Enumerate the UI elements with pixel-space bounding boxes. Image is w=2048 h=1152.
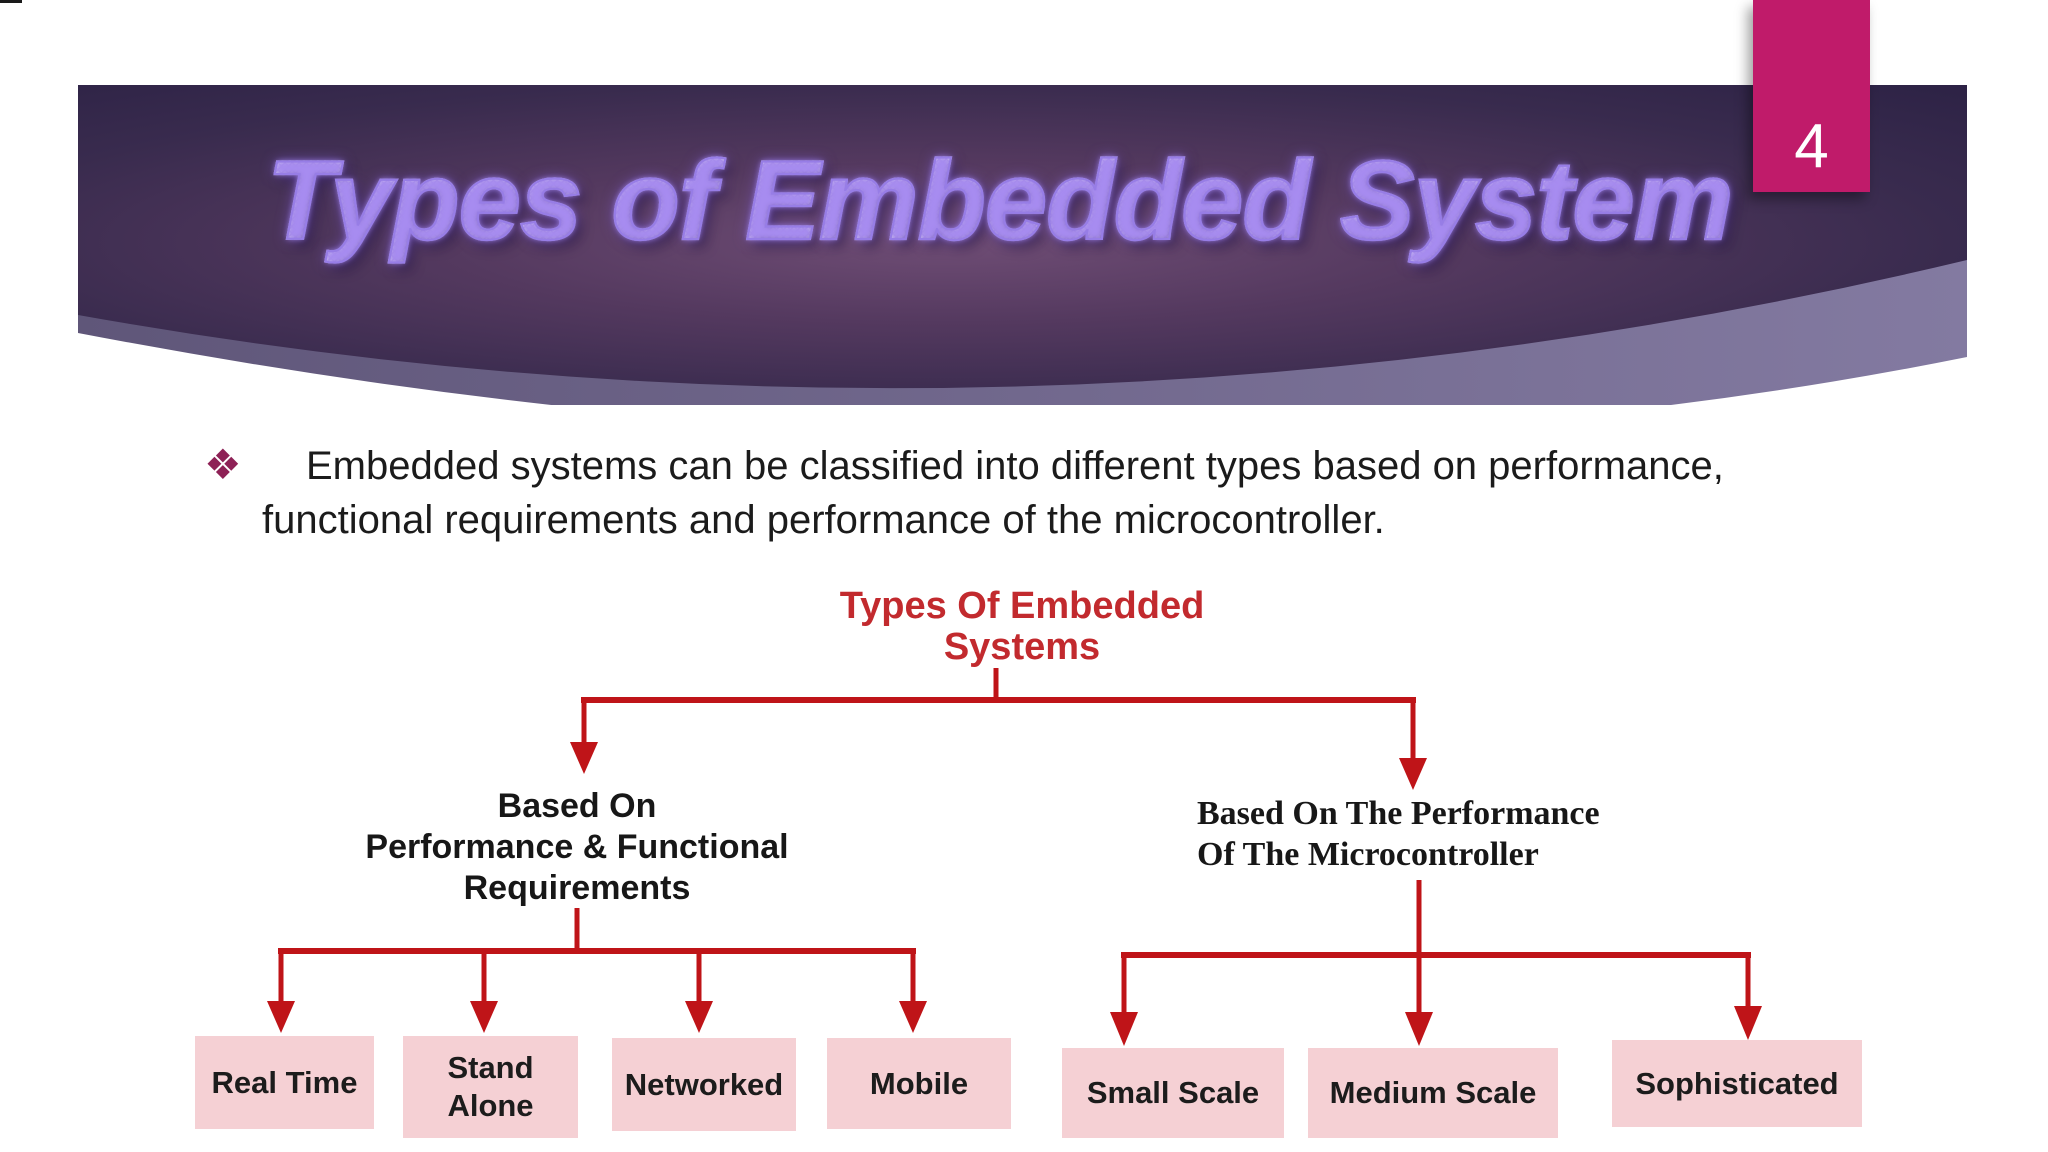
node-medium-scale: Medium Scale xyxy=(1308,1048,1558,1138)
arrow-to-stand-alone xyxy=(470,949,498,1033)
right-branch-label-line-1: Based On The Performance xyxy=(1197,795,1600,832)
left-branch-label-line-1: Based On xyxy=(497,787,657,825)
right-branch-label: Based On The Performance Of The Microcon… xyxy=(1197,793,1757,875)
arrow-to-left-branch xyxy=(570,697,598,774)
left-branch-label-line-3: Requirements xyxy=(463,869,691,907)
node-small-scale: Small Scale xyxy=(1062,1048,1284,1138)
arrow-to-sophisticated xyxy=(1734,953,1762,1040)
diamond-bullet-icon: ❖ xyxy=(204,441,242,488)
diagram-root-label-line-2: Systems xyxy=(943,626,1101,668)
title-banner: Types of Embedded System xyxy=(55,85,1967,405)
arrow-to-mobile xyxy=(899,949,927,1033)
left-branch-label: Based On Performance & Functional Requir… xyxy=(290,786,864,909)
left-branch-label-line-2: Performance & Functional xyxy=(365,828,789,866)
node-stand-alone: Stand Alone xyxy=(403,1036,578,1138)
node-mobile: Mobile xyxy=(827,1038,1011,1129)
arrow-to-medium-scale xyxy=(1405,1012,1433,1046)
node-sophisticated: Sophisticated xyxy=(1612,1040,1862,1127)
right-branch-label-line-2: Of The Microcontroller xyxy=(1197,836,1539,873)
arrow-to-right-branch xyxy=(1399,697,1427,790)
arrow-to-networked xyxy=(685,949,713,1033)
diagram-root-label: Types Of Embedded Systems xyxy=(772,586,1272,668)
node-networked: Networked xyxy=(612,1038,796,1131)
arrow-to-small-scale xyxy=(1110,953,1138,1046)
arrow-to-real-time xyxy=(267,949,295,1033)
node-real-time: Real Time xyxy=(195,1036,374,1129)
page-number: 4 xyxy=(1794,112,1829,181)
page-number-tab: 4 xyxy=(1753,0,1870,192)
top-left-artifact xyxy=(0,0,22,3)
slide-title: Types of Embedded System xyxy=(55,137,1944,266)
diagram-root-label-line-1: Types Of Embedded xyxy=(839,585,1205,627)
bullet-text-line-2: functional requirements and performance … xyxy=(262,498,1385,542)
bullet-text-line-1: Embedded systems can be classified into … xyxy=(306,444,1724,488)
